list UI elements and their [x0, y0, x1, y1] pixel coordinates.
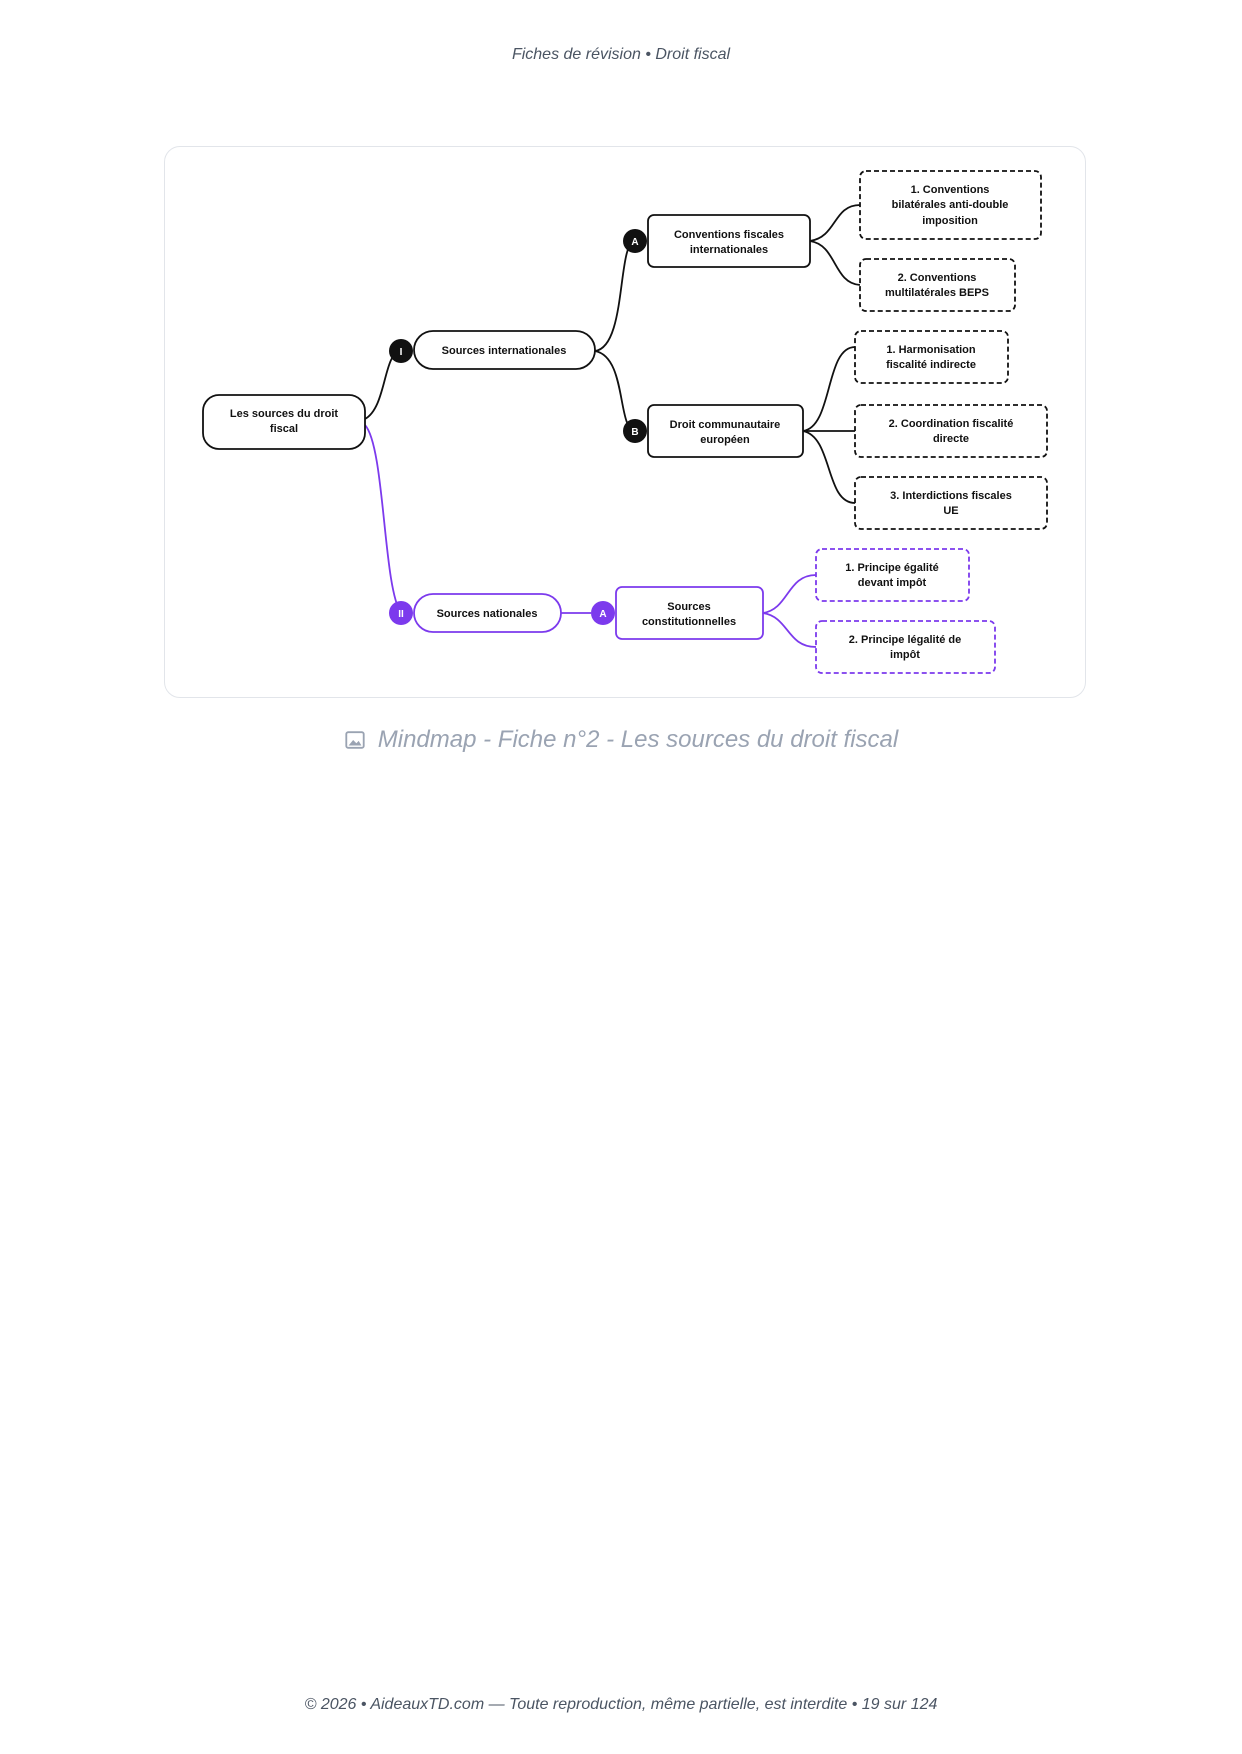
leaf-interdictions-line-1: 3. Interdictions fiscales — [890, 490, 1012, 502]
figure-caption: Mindmap - Fiche n°2 - Les sources du dro… — [0, 726, 1242, 754]
badge-B-droit-communautaire: B — [631, 427, 638, 438]
leaf-bilaterales-line-3: imposition — [922, 215, 978, 227]
leaf-harmonisation: 1. Harmonisation fiscalité indirecte — [854, 330, 1009, 384]
badge-II: II — [398, 609, 404, 620]
mindmap-diagram: Les sources du droit fiscal Sources inte… — [202, 170, 1048, 674]
connector-constitutionnelles-to-leaf-1 — [762, 574, 817, 614]
image-icon — [345, 731, 365, 749]
leaf-harmonisation-line-2: fiscalité indirecte — [886, 359, 976, 371]
leaf-coordination-line-2: directe — [933, 433, 969, 445]
leaf-harmonisation-line-1: 1. Harmonisation — [886, 344, 976, 356]
leaf-legalite-line-1: 2. Principe légalité de — [849, 634, 962, 646]
node-conventions-fiscales-internationales: Conventions fiscales internationales A — [623, 214, 811, 268]
node-sources-constitutionnelles: Sources constitutionnelles A — [591, 586, 764, 640]
connector-sources-internationales-to-conventions — [594, 240, 636, 352]
connector-constitutionnelles-to-leaf-2 — [762, 612, 817, 648]
droit-communautaire-label-line-1: Droit communautaire — [670, 419, 781, 431]
leaf-egalite-line-1: 1. Principe égalité — [845, 562, 939, 574]
caption-text: Mindmap - Fiche n°2 - Les sources du dro… — [377, 726, 899, 753]
leaf-principe-legalite: 2. Principe légalité de impôt — [815, 620, 996, 674]
leaf-multilaterales-line-2: multilatérales BEPS — [885, 287, 989, 299]
mindmap-root-node: Les sources du droit fiscal — [202, 394, 366, 450]
branch-sources-internationales: Sources internationales I — [389, 330, 596, 370]
mindmap-figure: Les sources du droit fiscal Sources inte… — [164, 146, 1086, 698]
leaf-multilaterales-line-1: 2. Conventions — [898, 272, 977, 284]
leaf-bilaterales-line-2: bilatérales anti-double — [892, 199, 1009, 211]
leaf-coordination: 2. Coordination fiscalité directe — [854, 404, 1048, 458]
leaf-interdictions-line-2: UE — [943, 505, 958, 517]
connector-sources-internationales-to-droit-communautaire — [594, 350, 636, 432]
badge-A-constitutionnelles: A — [599, 609, 606, 620]
conventions-label-line-2: internationales — [690, 244, 768, 256]
root-label-line-1: Les sources du droit — [230, 408, 339, 420]
connector-droit-communautaire-to-leaf-3 — [802, 430, 856, 504]
node-droit-communautaire-europeen: Droit communautaire européen B — [623, 404, 804, 458]
sources-internationales-label: Sources internationales — [442, 345, 567, 357]
constitutionnelles-label-line-1: Sources — [667, 601, 710, 613]
conventions-label-line-1: Conventions fiscales — [674, 229, 784, 241]
root-label-line-2: fiscal — [270, 423, 298, 435]
leaf-egalite-line-2: devant impôt — [858, 577, 927, 589]
connector-droit-communautaire-to-leaf-1 — [802, 346, 856, 432]
constitutionnelles-label-line-2: constitutionnelles — [642, 616, 736, 628]
connector-conventions-to-leaf-2 — [809, 240, 861, 286]
badge-I: I — [400, 347, 403, 358]
connector-conventions-to-leaf-1 — [809, 204, 861, 242]
page-footer: © 2026 • AideauxTD.com — Toute reproduct… — [304, 1696, 938, 1713]
leaf-interdictions: 3. Interdictions fiscales UE — [854, 476, 1048, 530]
badge-A-conventions: A — [631, 237, 638, 248]
leaf-bilaterales-line-1: 1. Conventions — [911, 184, 990, 196]
leaf-conventions-bilaterales: 1. Conventions bilatérales anti-double i… — [859, 170, 1042, 240]
leaf-legalite-line-2: impôt — [890, 649, 920, 661]
branch-sources-nationales: Sources nationales II — [389, 593, 562, 633]
leaf-conventions-multilaterales: 2. Conventions multilatérales BEPS — [859, 258, 1016, 312]
page-header: Fiches de révision • Droit fiscal — [511, 46, 731, 63]
connector-root-to-sources-nationales — [364, 424, 402, 614]
leaf-coordination-line-1: 2. Coordination fiscalité — [889, 418, 1014, 430]
sources-nationales-label: Sources nationales — [437, 608, 538, 620]
leaf-principe-egalite: 1. Principe égalité devant impôt — [815, 548, 970, 602]
droit-communautaire-label-line-2: européen — [700, 434, 750, 446]
